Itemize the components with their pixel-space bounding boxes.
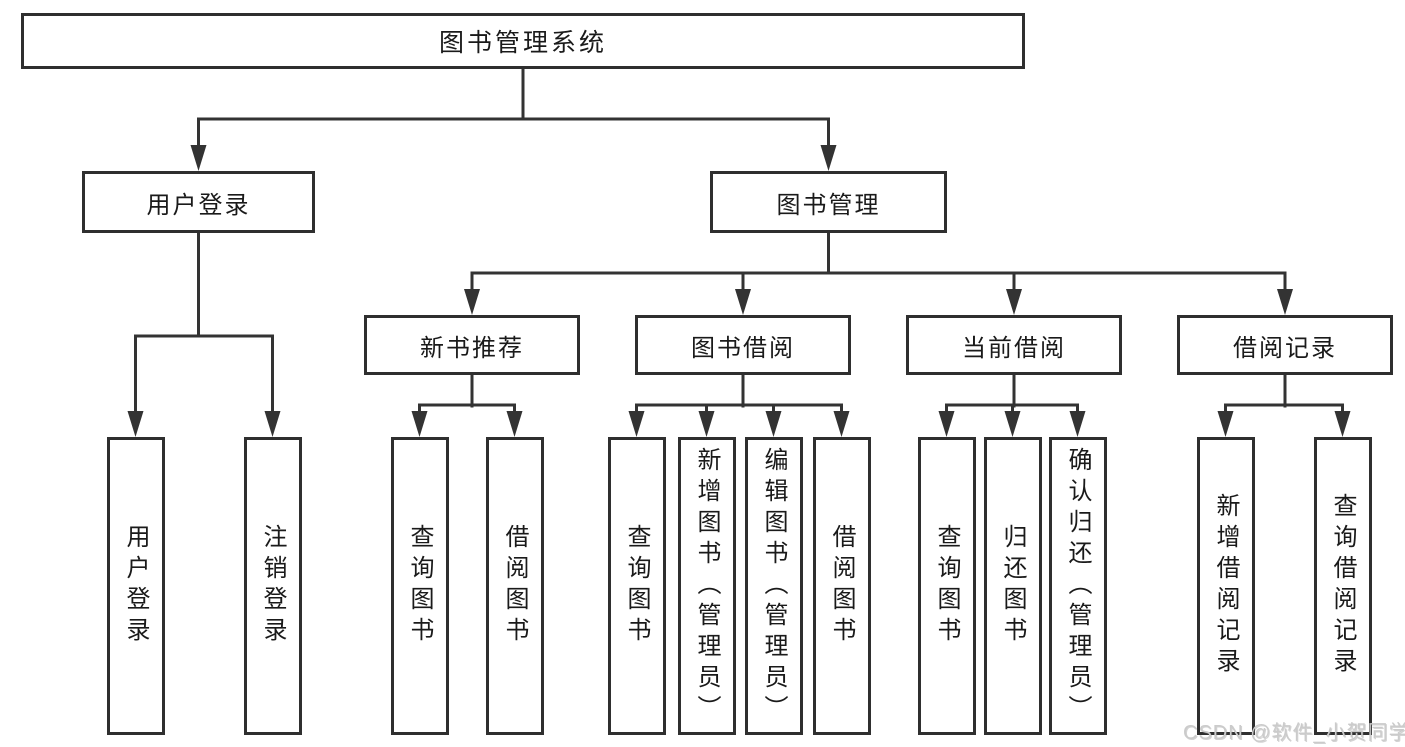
leaf-query-books-borrow: 查询图书 [607,437,666,735]
leaf-edit-book-admin: 编辑图书（管理员） [744,437,803,735]
leaf-query-borrow-record: 查询借阅记录 [1313,437,1372,735]
leaf-return-book: 归还图书 [983,437,1042,735]
arrowhead-icons [127,145,1351,437]
connector-path [134,67,1344,416]
node-book-management: 图书管理 [710,171,947,233]
csdn-watermark: CSDN @软件_小贺同学 [1183,722,1405,744]
leaf-add-book-admin: 新增图书（管理员） [677,437,736,735]
leaf-query-books-current: 查询图书 [917,437,976,735]
leaf-user-login: 用户登录 [106,437,165,735]
node-book-borrow: 图书借阅 [635,315,851,375]
leaf-confirm-return-admin: 确认归还（管理员） [1048,437,1107,735]
leaf-logout: 注销登录 [243,437,302,735]
leaf-add-borrow-record: 新增借阅记录 [1196,437,1255,735]
node-borrow-records: 借阅记录 [1177,315,1393,375]
leaf-borrow-books: 借阅图书 [812,437,871,735]
leaf-borrow-books-recommend: 借阅图书 [485,437,544,735]
node-root: 图书管理系统 [21,13,1025,69]
node-new-book-recommend: 新书推荐 [364,315,580,375]
leaf-query-books-recommend: 查询图书 [390,437,449,735]
node-current-borrow: 当前借阅 [906,315,1122,375]
node-user-login: 用户登录 [82,171,315,233]
